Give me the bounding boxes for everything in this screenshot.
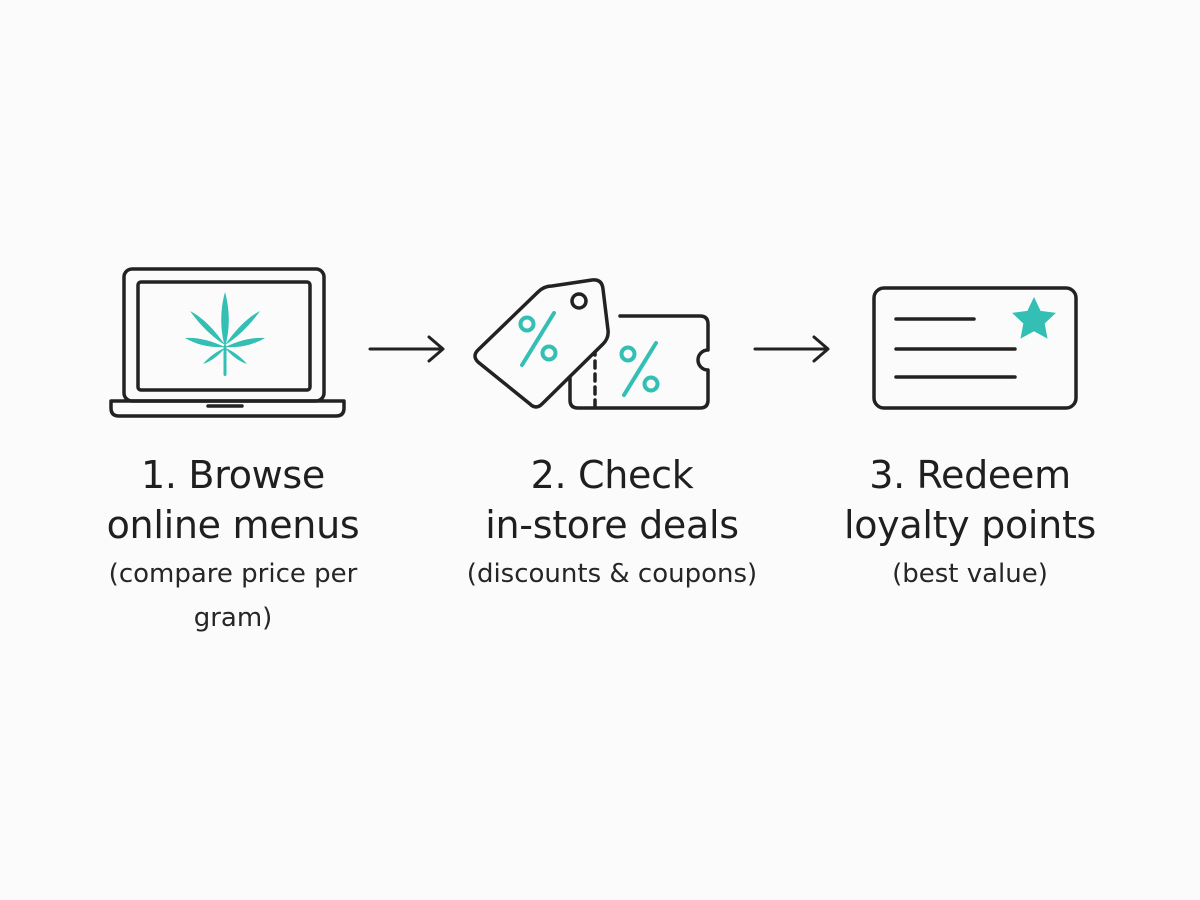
arrow-right-icon [367,333,447,365]
step-2-subtitle: (discounts & coupons) [466,559,758,589]
step-1-label: 1. Browse online menus (compare price pe… [43,450,423,640]
step-3-title-line1: 3. Redeem [869,453,1071,497]
cannabis-leaf-icon [185,292,265,376]
step-3-title-line2: loyalty points [843,503,1097,547]
price-tag-coupon-icon [470,270,720,420]
step-1-title-line2: online menus [106,503,360,547]
step-1-title-line1: 1. Browse [141,453,325,497]
step-2-title-line1: 2. Check [530,453,694,497]
arrow-right-icon [752,333,832,365]
step-2-label: 2. Check in-store deals (discounts & cou… [422,450,802,596]
laptop-cannabis-icon [108,265,348,425]
step-2-title-line2: in-store deals [485,503,739,547]
step-3-label: 3. Redeem loyalty points (best value) [780,450,1160,596]
loyalty-card-star-icon [870,285,1080,413]
step-3-subtitle: (best value) [892,559,1048,589]
star-icon [1012,297,1056,339]
step-1-subtitle: (compare price per gram) [108,559,358,633]
